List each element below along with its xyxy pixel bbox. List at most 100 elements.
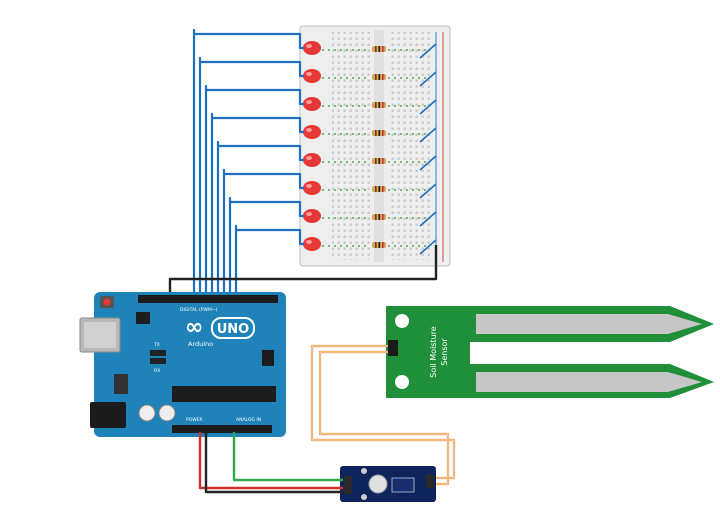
capacitor-1 — [138, 404, 156, 422]
resistor-band — [382, 46, 384, 52]
resistor-band — [382, 102, 384, 108]
power-jack-icon — [90, 402, 126, 428]
ground-link — [419, 183, 437, 199]
module-pcb — [340, 466, 436, 502]
led-3 — [303, 97, 321, 111]
sensor-label-line2: Sensor — [440, 338, 449, 366]
ground-wire-module — [204, 432, 343, 494]
led-wire-7 — [228, 196, 304, 298]
resistor-band — [378, 46, 381, 52]
resistor-band — [375, 186, 377, 192]
breadboard-center-gap — [374, 30, 384, 262]
resistor-band — [375, 242, 377, 248]
resistor-band — [375, 46, 377, 52]
power-analog-header — [172, 425, 272, 433]
capacitor-2 — [158, 404, 176, 422]
resistor-band — [382, 130, 384, 136]
ground-wire-breadboard — [168, 245, 438, 300]
uno-badge — [211, 317, 255, 339]
analog-signal-wire — [232, 432, 343, 482]
led-highlight — [306, 156, 312, 160]
ground-link — [419, 43, 437, 59]
board-model-label: UNO — [217, 322, 250, 337]
led-highlight — [306, 100, 312, 104]
led-signal-wires — [192, 28, 304, 298]
ground-link — [419, 211, 437, 227]
tx-label: TX — [153, 342, 160, 348]
resistor-band — [375, 158, 377, 164]
module-header-left — [344, 476, 352, 494]
resistor-band — [378, 214, 381, 220]
led-highlight — [306, 44, 312, 48]
resistor-band — [378, 158, 381, 164]
resistor-band — [375, 102, 377, 108]
led-highlight — [306, 184, 312, 188]
rx-led — [150, 358, 166, 364]
usb-port-inner — [84, 322, 116, 348]
module-chip — [391, 477, 415, 493]
digital-header-label: DIGITAL (PWM~) — [180, 307, 218, 313]
ground-link — [419, 71, 437, 87]
led-wire-8 — [234, 224, 304, 298]
led-highlight — [306, 212, 312, 216]
ground-link — [419, 155, 437, 171]
resistor-band — [382, 158, 384, 164]
led-6 — [303, 181, 321, 195]
breadboard-holes-left — [332, 32, 370, 260]
led-wire-1 — [192, 28, 304, 298]
led-highlight — [306, 128, 312, 132]
breadboard-holes-right — [388, 32, 430, 260]
ground-link — [419, 99, 437, 115]
resistor-band — [378, 102, 381, 108]
tx-led — [150, 350, 166, 356]
resistor-band — [378, 74, 381, 80]
regulator — [114, 374, 128, 394]
atmega-chip — [172, 386, 276, 402]
icsp-header-top — [136, 312, 150, 324]
led-4 — [303, 125, 321, 139]
breadboard — [299, 25, 451, 267]
resistor-band — [382, 74, 384, 80]
power-wire — [198, 432, 343, 490]
sensor-label-line1: Soil Moisture — [429, 326, 438, 377]
probe-trace-bottom — [476, 372, 702, 392]
resistor-band — [375, 130, 377, 136]
arduino-logo-icon: ∞ — [185, 315, 203, 340]
reset-button-cap[interactable] — [103, 298, 111, 306]
breadboard-rows — [303, 41, 437, 255]
resistor-band — [382, 242, 384, 248]
resistor-band — [378, 186, 381, 192]
probe-trace-top — [476, 314, 702, 334]
probe-mount-hole-2 — [395, 375, 409, 389]
led-wire-2 — [198, 56, 304, 298]
resistor-band — [382, 186, 384, 192]
resistor-band — [378, 242, 381, 248]
led-highlight — [306, 72, 312, 76]
probe-mount-hole-1 — [395, 314, 409, 328]
probe-wire-1-inner — [311, 345, 455, 479]
power-label: POWER — [186, 417, 203, 423]
module-header-right — [426, 474, 434, 488]
board-brand-label: Arduino — [188, 340, 213, 348]
ground-link — [419, 239, 437, 255]
resistor-band — [378, 130, 381, 136]
led-wire-4 — [210, 112, 304, 298]
arduino-uno-board: ∞ UNO Arduino DIGITAL (PWM~) POWER ANALO… — [79, 292, 286, 437]
ground-link — [419, 127, 437, 143]
led-7 — [303, 209, 321, 223]
led-1 — [303, 41, 321, 55]
led-highlight — [306, 240, 312, 244]
resistor-band — [375, 214, 377, 220]
led-2 — [303, 69, 321, 83]
led-8 — [303, 237, 321, 251]
led-5 — [303, 153, 321, 167]
sensor-module — [340, 466, 436, 502]
digital-header — [138, 295, 278, 303]
rx-label: RX — [154, 368, 160, 374]
module-potentiometer[interactable] — [368, 474, 388, 494]
probe-wire-2-inner — [319, 351, 449, 485]
module-hole-1 — [361, 468, 367, 474]
analog-label: ANALOG IN — [236, 417, 261, 423]
